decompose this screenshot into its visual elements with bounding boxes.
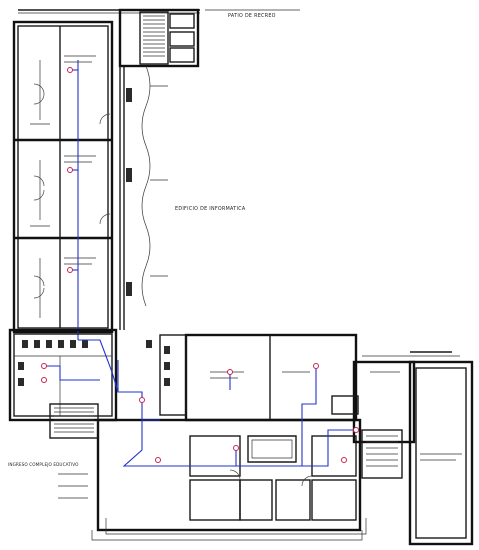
restroom-fixtures xyxy=(14,340,170,416)
entrance-label: INGRESO COMPLEJO EDUCATIVO xyxy=(8,462,79,467)
wing-fixture-nodes xyxy=(67,67,73,273)
entrance-stair xyxy=(49,403,99,499)
corridor-column xyxy=(119,65,168,330)
lower-fixture-nodes xyxy=(41,363,359,463)
lower-rooms xyxy=(96,418,362,532)
classroom-walls xyxy=(14,26,112,328)
lower-pipe-network xyxy=(44,339,356,467)
classroom-annotations xyxy=(30,55,96,265)
wing-outer-walls xyxy=(12,20,114,334)
right-building xyxy=(331,360,474,546)
right-top-boundary xyxy=(362,351,460,357)
stair-block-top xyxy=(118,8,200,68)
wing-feeder-pipe xyxy=(70,60,79,340)
perimeter-path xyxy=(91,518,367,541)
patio-label: PATIO DE RECREO xyxy=(228,13,276,19)
lower-room-annotations xyxy=(66,371,310,381)
computer-block-label: EDIFICIO DE INFORMATICA xyxy=(175,206,246,212)
classroom-doors xyxy=(33,83,111,299)
